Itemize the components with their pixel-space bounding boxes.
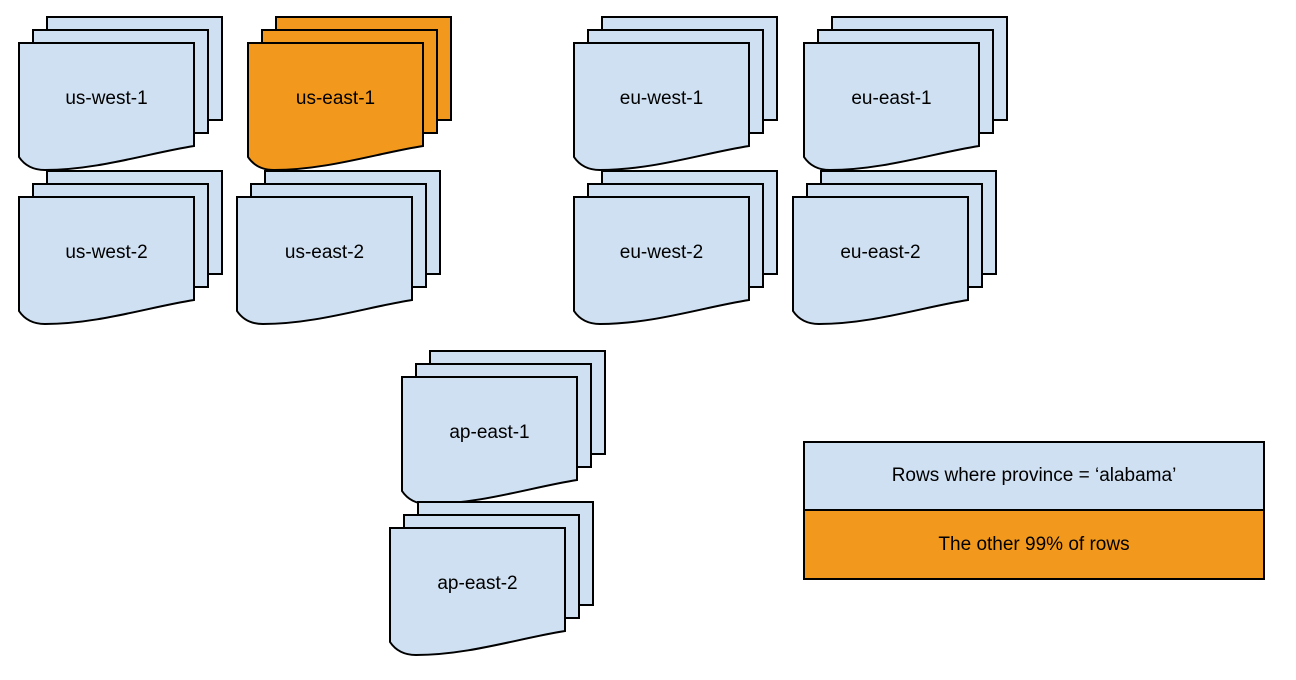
- legend: Rows where province = ‘alabama’ The othe…: [803, 441, 1265, 580]
- legend-item-other-rows: The other 99% of rows: [803, 509, 1265, 580]
- region-label: us-west-1: [65, 87, 148, 109]
- region-label: eu-east-1: [851, 87, 932, 109]
- region-label: ap-east-2: [437, 572, 518, 594]
- region-label: eu-east-2: [840, 241, 921, 263]
- region-label: eu-west-1: [619, 87, 704, 109]
- region-stack-us-west-1: us-west-1: [18, 16, 224, 172]
- document-stack-icon: [792, 170, 997, 326]
- region-stack-us-east-2: us-east-2: [236, 170, 442, 326]
- document-stack-icon: [573, 170, 778, 326]
- document-stack-icon: [18, 16, 223, 172]
- document-stack-icon: [18, 170, 223, 326]
- region-stack-eu-east-1: eu-east-1: [803, 16, 1009, 172]
- region-label: us-east-2: [284, 241, 365, 263]
- region-stack-us-east-1: us-east-1: [247, 16, 453, 172]
- region-stack-ap-east-2: ap-east-2: [389, 501, 595, 657]
- region-label: us-east-1: [295, 87, 376, 109]
- region-stack-eu-east-2: eu-east-2: [792, 170, 998, 326]
- region-stack-eu-west-2: eu-west-2: [573, 170, 779, 326]
- region-label: us-west-2: [65, 241, 148, 263]
- legend-item-label: Rows where province = ‘alabama’: [891, 465, 1177, 486]
- document-stack-icon: [401, 350, 606, 506]
- document-stack-icon: [573, 16, 778, 172]
- document-stack-icon: [236, 170, 441, 326]
- region-stack-ap-east-1: ap-east-1: [401, 350, 607, 506]
- document-stack-icon: [247, 16, 452, 172]
- region-stack-eu-west-1: eu-west-1: [573, 16, 779, 172]
- document-stack-icon: [803, 16, 1008, 172]
- legend-item-label: The other 99% of rows: [938, 533, 1130, 555]
- region-label: eu-west-2: [619, 241, 704, 263]
- region-stack-us-west-2: us-west-2: [18, 170, 224, 326]
- legend-item-alabama-rows: Rows where province = ‘alabama’: [803, 441, 1265, 511]
- document-stack-icon: [389, 501, 594, 657]
- region-label: ap-east-1: [449, 421, 530, 443]
